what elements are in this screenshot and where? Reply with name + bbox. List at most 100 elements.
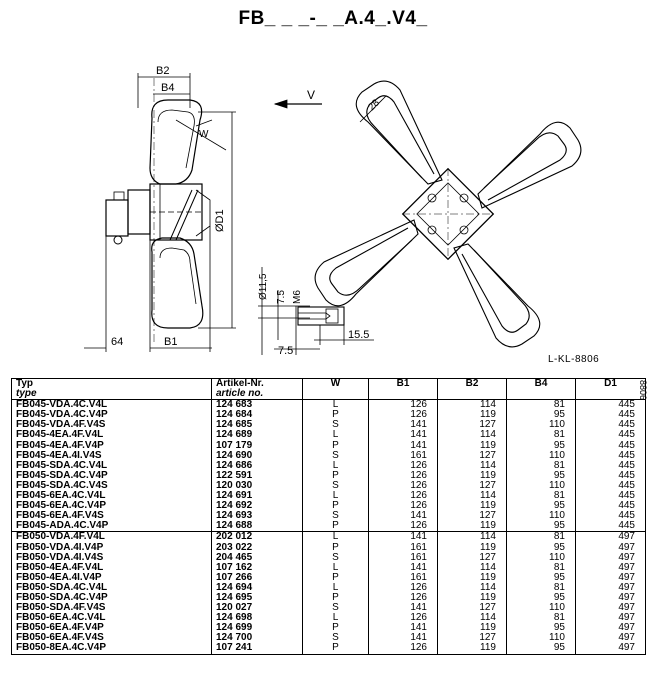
label-155: 15.5 bbox=[348, 329, 369, 341]
front-hub bbox=[401, 167, 495, 261]
cell-type: FB050-4EA.4F.V4L bbox=[16, 561, 104, 573]
cell-w: S bbox=[302, 602, 369, 614]
cell-article: 120 030 bbox=[211, 480, 303, 492]
cell-article: 107 162 bbox=[211, 562, 303, 573]
cell-b1: 141 bbox=[368, 531, 438, 543]
cell-article: 124 685 bbox=[211, 420, 303, 431]
cell-d1: 445 bbox=[575, 521, 646, 532]
cell-b1: 141 bbox=[368, 440, 438, 451]
cell-type: FB050-6EA.4C.V4L bbox=[16, 612, 106, 624]
cell-b2: 119 bbox=[437, 643, 507, 655]
cell-article: 107 266 bbox=[211, 572, 303, 583]
side-view-bottom-blade bbox=[151, 237, 204, 329]
cell-b1: 126 bbox=[368, 582, 438, 593]
cell-w: P bbox=[302, 501, 369, 512]
cell-d1: 497 bbox=[575, 623, 646, 634]
cell-b4: 110 bbox=[506, 633, 576, 644]
cell-b1: 141 bbox=[368, 420, 438, 431]
cell-b4: 95 bbox=[506, 623, 576, 634]
cell-b2: 119 bbox=[437, 440, 507, 451]
terminal-box bbox=[105, 199, 129, 237]
cell-type: FB045-6EA.4F.V4S bbox=[16, 510, 104, 522]
cell-b2: 127 bbox=[437, 633, 507, 644]
front-blade-nw bbox=[355, 80, 443, 185]
label-d1: ØD1 bbox=[214, 209, 226, 232]
cell-d1: 445 bbox=[575, 480, 646, 492]
cell-article: 124 693 bbox=[211, 511, 303, 522]
cell-article: 124 684 bbox=[211, 410, 303, 421]
cell-article: 122 591 bbox=[211, 470, 303, 481]
cell-type: FB045-6EA.4C.V4L bbox=[16, 490, 106, 502]
cell-article: 204 465 bbox=[211, 552, 303, 563]
cell-d1: 497 bbox=[575, 562, 646, 573]
cell-b2: 119 bbox=[437, 501, 507, 512]
cell-b1: 126 bbox=[368, 643, 438, 655]
cell-d1: 497 bbox=[575, 572, 646, 583]
cell-w: L bbox=[302, 531, 369, 543]
cell-w: P bbox=[302, 572, 369, 583]
cell-d1: 445 bbox=[575, 490, 646, 502]
side-view: W B2 B4 ØD1 64 B1 bbox=[84, 65, 236, 352]
cell-type: FB050-VDA.4I.V4P bbox=[16, 541, 104, 553]
cell-b2: 119 bbox=[437, 572, 507, 583]
cell-w: L bbox=[302, 562, 369, 573]
column-header: Artikel-Nr.article no. bbox=[211, 378, 303, 401]
cell-d1: 445 bbox=[575, 430, 646, 441]
cell-w: L bbox=[302, 430, 369, 441]
cell-b1: 126 bbox=[368, 460, 438, 471]
column-header-sublabel: type bbox=[16, 388, 37, 400]
cell-b4: 81 bbox=[506, 490, 576, 502]
front-blade-sw bbox=[314, 219, 419, 307]
cell-type: FB050-VDA.4F.V4L bbox=[11, 531, 212, 543]
cell-w: P bbox=[302, 410, 369, 421]
cell-b2: 127 bbox=[437, 450, 507, 461]
cell-type: FB045-SDA.4C.V4S bbox=[16, 479, 108, 491]
cell-b4: 110 bbox=[506, 480, 576, 492]
cell-type: FB050-VDA.4I.V4S bbox=[16, 551, 104, 563]
cell-d1: 497 bbox=[575, 552, 646, 563]
label-d115: Ø11,5 bbox=[258, 273, 269, 300]
cell-article: 202 012 bbox=[211, 531, 303, 543]
cell-article: 124 699 bbox=[211, 623, 303, 634]
label-b2: B2 bbox=[156, 65, 169, 77]
cell-w: P bbox=[302, 440, 369, 451]
cell-type: FB045-4EA.4F.V4L bbox=[16, 429, 104, 441]
airflow-arrow: V bbox=[273, 88, 322, 109]
cell-article: 124 686 bbox=[211, 460, 303, 471]
column-header: B1 bbox=[368, 378, 438, 401]
cell-b2: 127 bbox=[437, 420, 507, 431]
cell-b2: 114 bbox=[437, 460, 507, 471]
cell-b4: 81 bbox=[506, 562, 576, 573]
cell-d1: 497 bbox=[575, 582, 646, 593]
cell-article: 124 695 bbox=[211, 592, 303, 604]
column-header-label: B4 bbox=[534, 378, 548, 389]
cell-w: S bbox=[302, 633, 369, 644]
cell-d1: 445 bbox=[575, 399, 646, 411]
column-header-label: Typ bbox=[16, 378, 34, 389]
cell-b4: 95 bbox=[506, 572, 576, 583]
cell-type: FB050-6EA.4F.V4S bbox=[16, 632, 104, 644]
cell-d1: 497 bbox=[575, 542, 646, 553]
cell-b2: 119 bbox=[437, 470, 507, 481]
column-header: D1 bbox=[575, 378, 646, 401]
cell-b2: 114 bbox=[437, 430, 507, 441]
cell-type: FB050-SDA.4F.V4S bbox=[16, 602, 106, 614]
cell-article: 120 027 bbox=[211, 602, 303, 614]
cell-b1: 126 bbox=[368, 501, 438, 512]
cell-b4: 95 bbox=[506, 440, 576, 451]
cell-article: 107 241 bbox=[211, 643, 303, 655]
cell-b4: 95 bbox=[506, 501, 576, 512]
cell-b4: 81 bbox=[506, 460, 576, 471]
page-title: FB_ _ _-_ _A.4_.V4_ bbox=[238, 8, 428, 29]
